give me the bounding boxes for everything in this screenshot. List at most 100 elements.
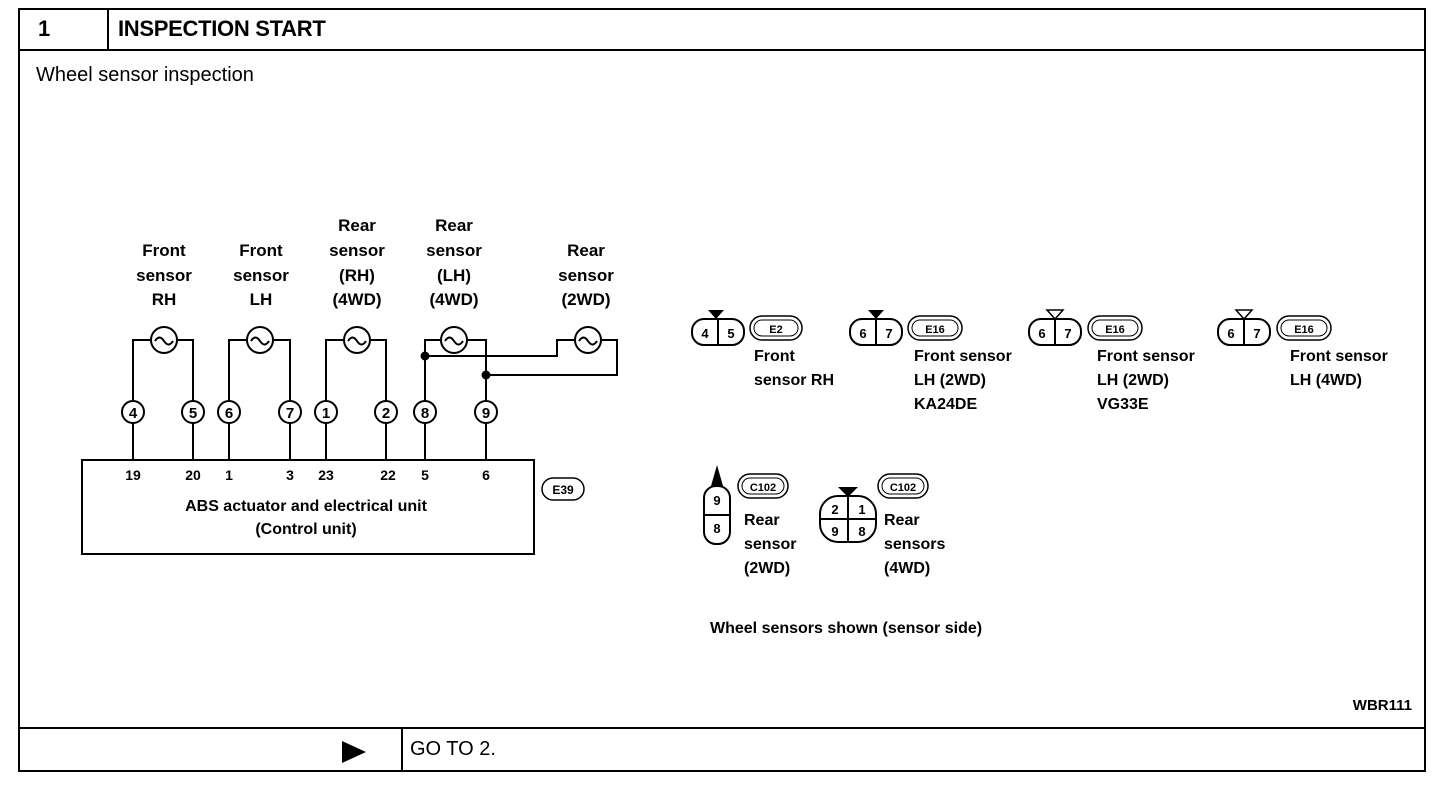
control-unit-name: ABS actuator and electrical unit xyxy=(185,498,428,515)
step-title: INSPECTION START xyxy=(118,16,326,41)
connector-label: Front sensor xyxy=(1097,348,1195,365)
sensor-label: Rear xyxy=(567,241,605,260)
connector-label: VG33E xyxy=(1097,396,1149,413)
connector-label: Front sensor xyxy=(914,348,1012,365)
terminal-number: 19 xyxy=(125,467,141,483)
connector-label: KA24DE xyxy=(914,396,977,413)
sensor-label: (LH) xyxy=(437,266,471,285)
sensor-label: (4WD) xyxy=(332,290,381,309)
splices xyxy=(420,351,491,380)
diagram-caption: Wheel sensors shown (sensor side) xyxy=(710,620,982,637)
connector-id: E16 xyxy=(925,324,945,336)
pin-number: 9 xyxy=(713,493,720,508)
pin-number: 7 xyxy=(286,405,294,422)
sensor-label: Rear xyxy=(338,216,376,235)
connector-label: (2WD) xyxy=(744,560,790,577)
pin-number: 5 xyxy=(189,405,197,422)
sensor-label: sensor xyxy=(136,266,192,285)
sensor-label: RH xyxy=(152,290,177,309)
arrow-right-icon xyxy=(342,741,366,763)
pin-number: 5 xyxy=(727,326,734,341)
connector-id: C102 xyxy=(750,482,776,494)
sensor-label: (4WD) xyxy=(429,290,478,309)
pin-number: 8 xyxy=(713,521,720,536)
connector-label: sensor RH xyxy=(754,372,834,389)
pin-number: 2 xyxy=(831,502,838,517)
sensor-label: Front xyxy=(239,241,283,260)
sensor-label: Rear xyxy=(435,216,473,235)
sensor-icon xyxy=(246,326,274,354)
terminal-numbers: 19 20 1 3 23 22 5 6 xyxy=(125,467,490,483)
pin-number: 6 xyxy=(1038,326,1045,341)
sensor-label: sensor xyxy=(329,241,385,260)
sensor-label: sensor xyxy=(426,241,482,260)
connector-id: E39 xyxy=(552,483,574,497)
step-number: 1 xyxy=(38,16,51,41)
connector-label: sensors xyxy=(884,536,945,553)
pin-circles xyxy=(121,400,498,424)
sensor-icon xyxy=(440,326,468,354)
connector-e16-vg33e xyxy=(1028,309,1143,346)
pin-number: 4 xyxy=(129,405,138,422)
pin-number: 1 xyxy=(858,502,865,517)
section-subtitle: Wheel sensor inspection xyxy=(36,64,254,86)
pin-numbers: 4 5 6 7 1 2 8 9 xyxy=(129,405,490,422)
terminal-number: 20 xyxy=(185,467,201,483)
terminal-number: 23 xyxy=(318,467,334,483)
connector-label: Front xyxy=(754,348,796,365)
connector-label: LH (4WD) xyxy=(1290,372,1362,389)
connector-label: sensor xyxy=(744,536,796,553)
pin-number: 2 xyxy=(382,405,390,422)
pin-number: 1 xyxy=(322,405,330,422)
pin-number: 6 xyxy=(225,405,233,422)
connector-label: LH (2WD) xyxy=(914,372,986,389)
sensor-label: LH xyxy=(250,290,273,309)
sensor-label: sensor xyxy=(558,266,614,285)
figure-reference: WBR111 xyxy=(1352,697,1412,714)
sensor-labels: Front sensor RH Front sensor LH Rear sen… xyxy=(136,216,614,309)
pin-number: 7 xyxy=(1253,326,1260,341)
connector-label: LH (2WD) xyxy=(1097,372,1169,389)
sensor-label: Front xyxy=(142,241,186,260)
connector-id: E16 xyxy=(1105,324,1125,336)
connector-id: C102 xyxy=(890,482,916,494)
connector-label: Front sensor xyxy=(1290,348,1388,365)
connector-id: E2 xyxy=(769,324,782,336)
connector-id: E16 xyxy=(1294,324,1314,336)
pin-number: 4 xyxy=(701,326,709,341)
wires xyxy=(132,339,618,460)
inspection-frame xyxy=(18,8,1426,772)
connector-e2 xyxy=(691,315,803,346)
terminal-number: 5 xyxy=(421,467,429,483)
sensor-label: sensor xyxy=(233,266,289,285)
pin-number: 9 xyxy=(831,524,838,539)
terminal-number: 22 xyxy=(380,467,396,483)
splice-dot xyxy=(420,351,430,361)
splice-dot xyxy=(481,370,491,380)
terminal-number: 1 xyxy=(225,467,233,483)
connector-tag xyxy=(541,477,585,501)
table-grid xyxy=(18,8,1426,772)
terminal-number: 6 xyxy=(482,467,490,483)
pin-number: 7 xyxy=(1064,326,1071,341)
connector-e16-4wd xyxy=(1217,309,1332,346)
pin-number: 7 xyxy=(885,326,892,341)
sensor-icon xyxy=(150,326,178,354)
connector-e16-ka24de xyxy=(849,315,963,346)
pin-number: 6 xyxy=(859,326,866,341)
terminal-number: 3 xyxy=(286,467,294,483)
pin-number: 8 xyxy=(421,405,429,422)
connector-label: (4WD) xyxy=(884,560,930,577)
sensor-icon xyxy=(574,326,602,354)
connector-c102-2wd xyxy=(703,473,789,545)
pin-number: 8 xyxy=(858,524,865,539)
pin-number: 6 xyxy=(1227,326,1234,341)
connector-label: Rear xyxy=(884,512,920,529)
sensor-label: (RH) xyxy=(339,266,375,285)
goto-next-step[interactable]: GO TO 2. xyxy=(410,738,496,760)
sensor-label: (2WD) xyxy=(561,290,610,309)
sensor-symbols xyxy=(150,326,602,354)
control-unit-sub: (Control unit) xyxy=(255,521,356,538)
pin-number: 9 xyxy=(482,405,490,422)
